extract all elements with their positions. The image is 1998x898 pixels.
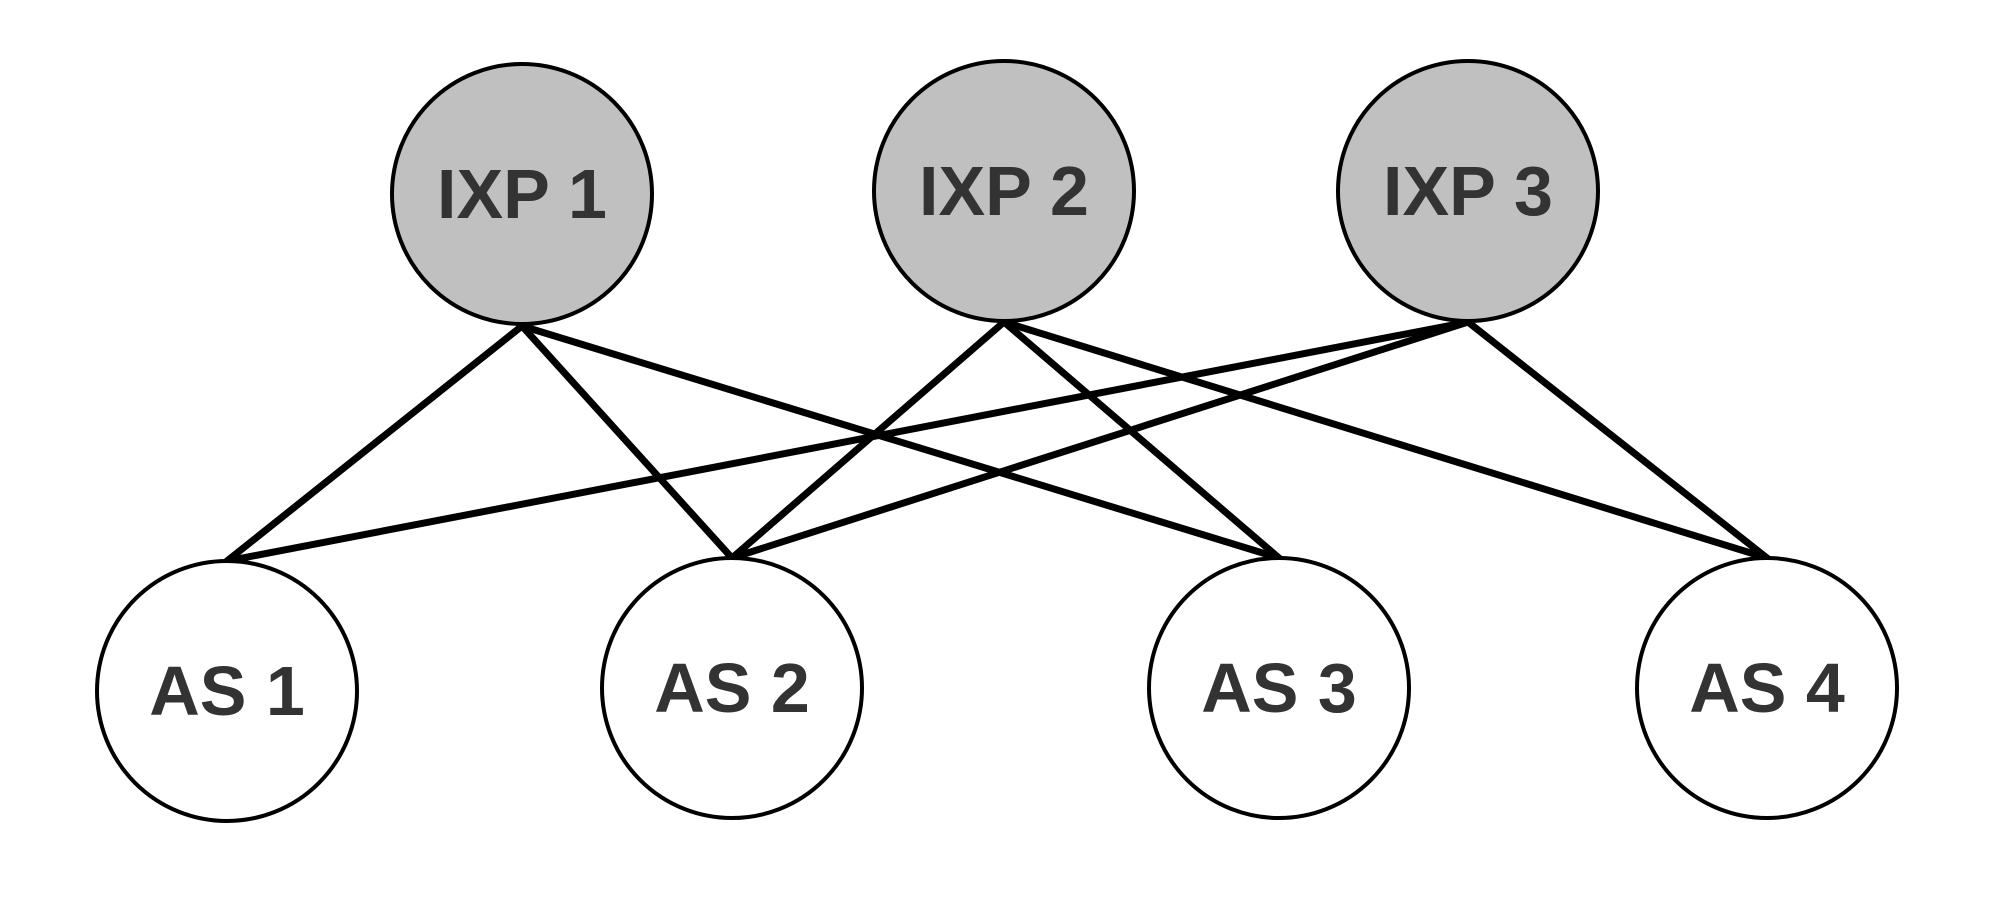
link-ixp1-as3: [518, 322, 1283, 562]
ixp-node-3-circle: [1336, 59, 1600, 323]
as-node-3-label: AS 3: [1201, 649, 1357, 727]
ixp-node-3-label: IXP 3: [1383, 152, 1553, 230]
ixp-node-1-circle: [390, 62, 654, 326]
as-node-1: AS 1: [95, 559, 359, 823]
link-ixp3-as4: [1464, 318, 1771, 562]
as-node-2-circle: [600, 556, 864, 820]
ixp-node-2: IXP 2: [872, 59, 1136, 323]
as-node-3-circle: [1147, 556, 1411, 820]
link-ixp1-as1: [223, 322, 526, 565]
as-node-2: AS 2: [600, 556, 864, 820]
ixp-node-1: IXP 1: [390, 62, 654, 326]
as-node-3: AS 3: [1147, 556, 1411, 820]
as-node-2-label: AS 2: [654, 649, 810, 727]
link-ixp3-as1: [223, 318, 1472, 565]
as-node-1-label: AS 1: [149, 652, 305, 730]
link-ixp2-as4: [1000, 318, 1771, 562]
ixp-node-2-label: IXP 2: [919, 152, 1089, 230]
link-ixp3-as2: [728, 318, 1472, 562]
ixp-node-1-label: IXP 1: [437, 155, 607, 233]
link-ixp1-as2: [518, 322, 736, 562]
ixp-node-2-circle: [872, 59, 1136, 323]
ixp-node-3: IXP 3: [1336, 59, 1600, 323]
link-layer: [223, 318, 1771, 565]
link-ixp2-as3: [1000, 318, 1283, 562]
as-node-4: AS 4: [1635, 556, 1899, 820]
as-node-1-circle: [95, 559, 359, 823]
as-node-4-label: AS 4: [1689, 649, 1845, 727]
as-node-4-circle: [1635, 556, 1899, 820]
